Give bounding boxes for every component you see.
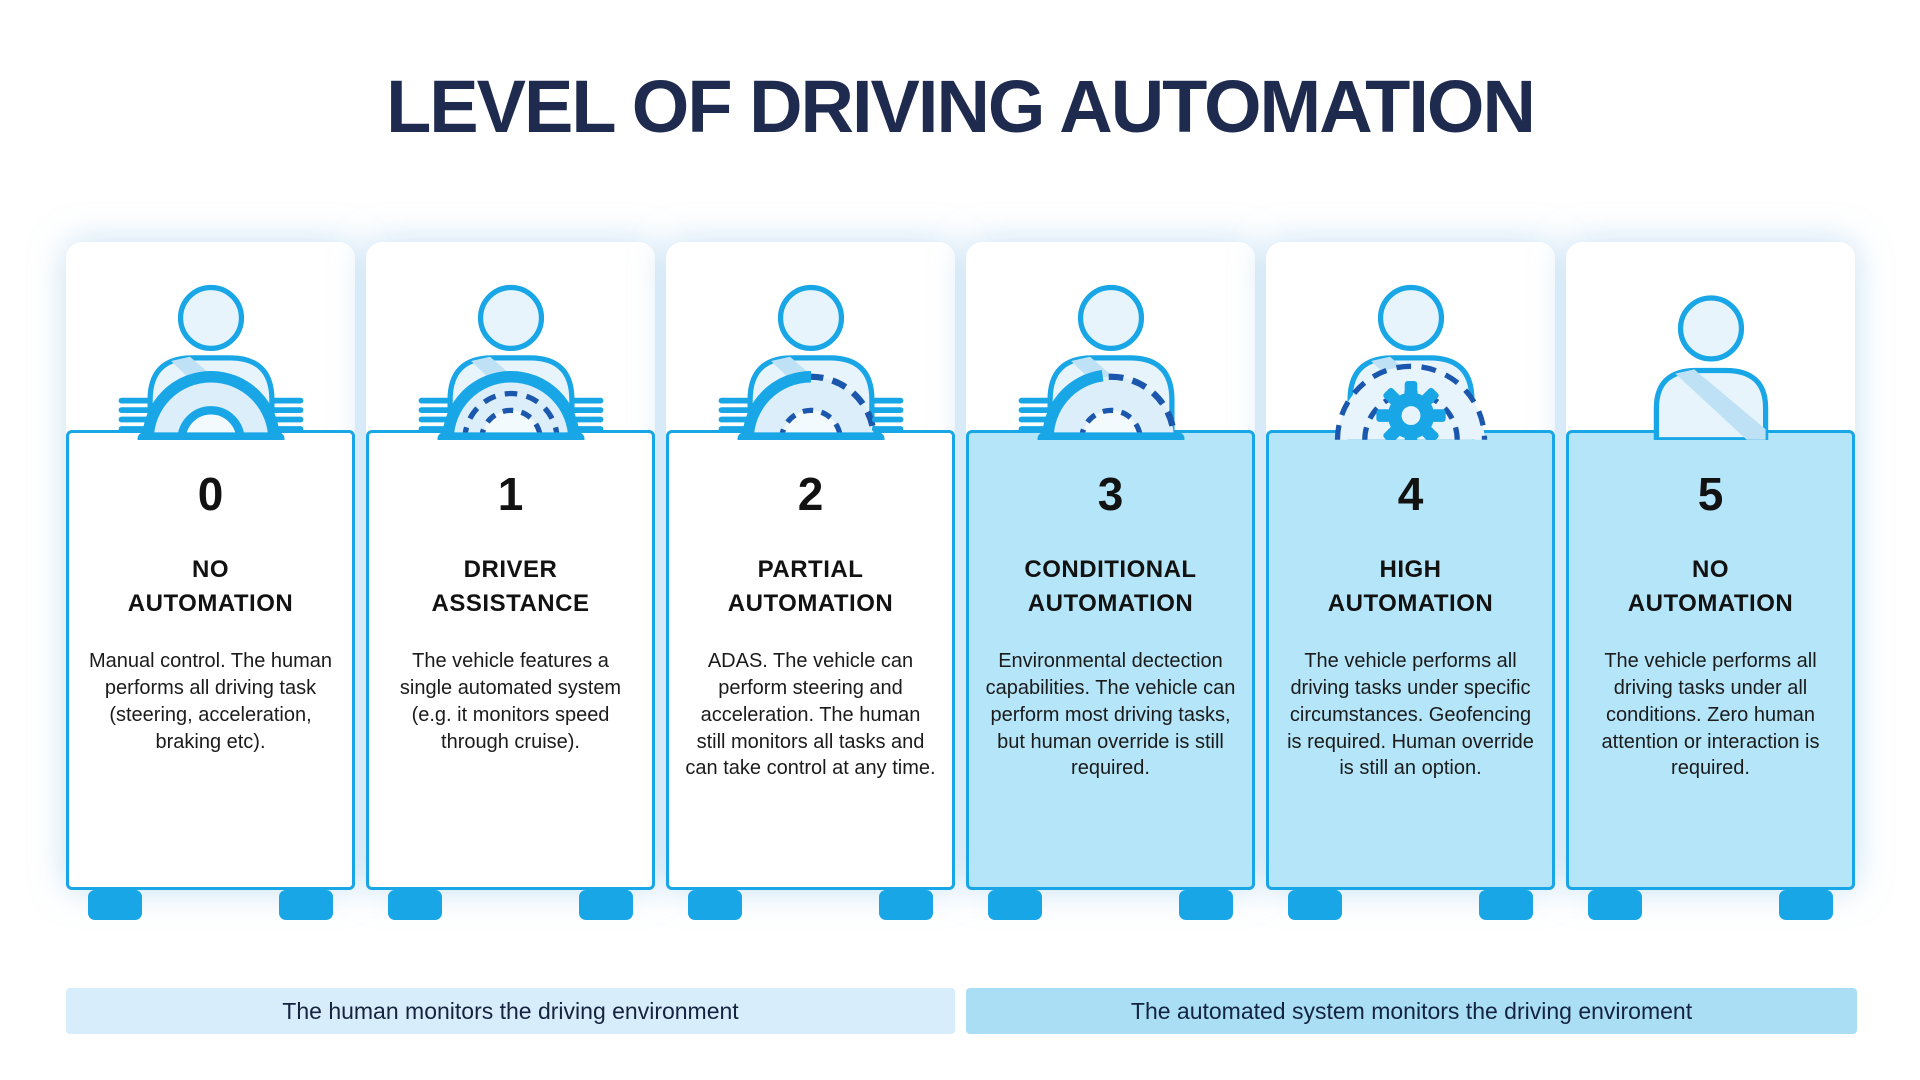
card-foot-icon [1179, 890, 1233, 920]
level-box-5: 5 NO AUTOMATION The vehicle performs all… [1566, 430, 1855, 890]
automated-system-gear-icon [1306, 282, 1516, 440]
level-description: ADAS. The vehicle can perform steering a… [685, 650, 936, 780]
footer-bar-automated: The automated system monitors the drivin… [966, 988, 1857, 1034]
driver-hands-on-wheel-assist-icon [406, 282, 616, 440]
monitoring-bars: The human monitors the driving environme… [0, 988, 1920, 1034]
level-description: The vehicle performs all driving tasks u… [1287, 650, 1534, 780]
card-foot-icon [388, 890, 442, 920]
card-foot-icon [688, 890, 742, 920]
level-card-3: 3 CONDITIONAL AUTOMATION Environmental d… [966, 242, 1255, 920]
card-foot-icon [1479, 890, 1533, 920]
footer-bar-human: The human monitors the driving environme… [66, 988, 955, 1034]
driver-dashed-wheel-icon [706, 282, 916, 440]
level-name: DRIVER ASSISTANCE [431, 556, 590, 617]
level-box-0: 0 NO AUTOMATION Manual control. The huma… [66, 430, 355, 890]
level-number: 3 [1097, 468, 1124, 520]
level-name: NO AUTOMATION [127, 556, 294, 617]
levels-row: 0 NO AUTOMATION Manual control. The huma… [66, 242, 1860, 920]
passenger-seatbelt-icon [1606, 282, 1816, 440]
card-foot-icon [879, 890, 933, 920]
level-number: 1 [497, 468, 524, 520]
driver-hands-on-solid-wheel-icon [106, 282, 316, 440]
level-card-0: 0 NO AUTOMATION Manual control. The huma… [66, 242, 355, 920]
card-foot-icon [988, 890, 1042, 920]
level-card-1: 1 DRIVER ASSISTANCE The vehicle features… [366, 242, 655, 920]
page-title: LEVEL OF DRIVING AUTOMATION [386, 65, 1536, 148]
card-foot-icon [88, 890, 142, 920]
level-box-3: 3 CONDITIONAL AUTOMATION Environmental d… [966, 430, 1255, 890]
level-number: 2 [797, 468, 824, 520]
driver-one-hand-dashed-wheel-icon [1006, 282, 1216, 440]
level-name: HIGH AUTOMATION [1327, 556, 1494, 617]
level-card-4: 4 HIGH AUTOMATION The vehicle performs a… [1266, 242, 1555, 920]
level-card-2: 2 PARTIAL AUTOMATION ADAS. The vehicle c… [666, 242, 955, 920]
level-name: PARTIAL AUTOMATION [727, 556, 894, 617]
level-description: The vehicle performs all driving tasks u… [1601, 650, 1820, 780]
level-name: NO AUTOMATION [1627, 556, 1794, 617]
level-description: The vehicle features a single automated … [399, 650, 622, 753]
level-description: Environmental dectection capabilities. T… [985, 650, 1236, 780]
card-foot-icon [279, 890, 333, 920]
card-foot-icon [1779, 890, 1833, 920]
level-box-1: 1 DRIVER ASSISTANCE The vehicle features… [366, 430, 655, 890]
level-number: 0 [197, 468, 224, 520]
level-number: 5 [1697, 468, 1724, 520]
level-box-2: 2 PARTIAL AUTOMATION ADAS. The vehicle c… [666, 430, 955, 890]
card-foot-icon [579, 890, 633, 920]
card-foot-icon [1288, 890, 1342, 920]
level-card-5: 5 NO AUTOMATION The vehicle performs all… [1566, 242, 1855, 920]
level-name: CONDITIONAL AUTOMATION [1024, 556, 1197, 617]
level-description: Manual control. The human performs all d… [88, 650, 333, 753]
level-number: 4 [1397, 468, 1424, 520]
card-foot-icon [1588, 890, 1642, 920]
level-box-4: 4 HIGH AUTOMATION The vehicle performs a… [1266, 430, 1555, 890]
